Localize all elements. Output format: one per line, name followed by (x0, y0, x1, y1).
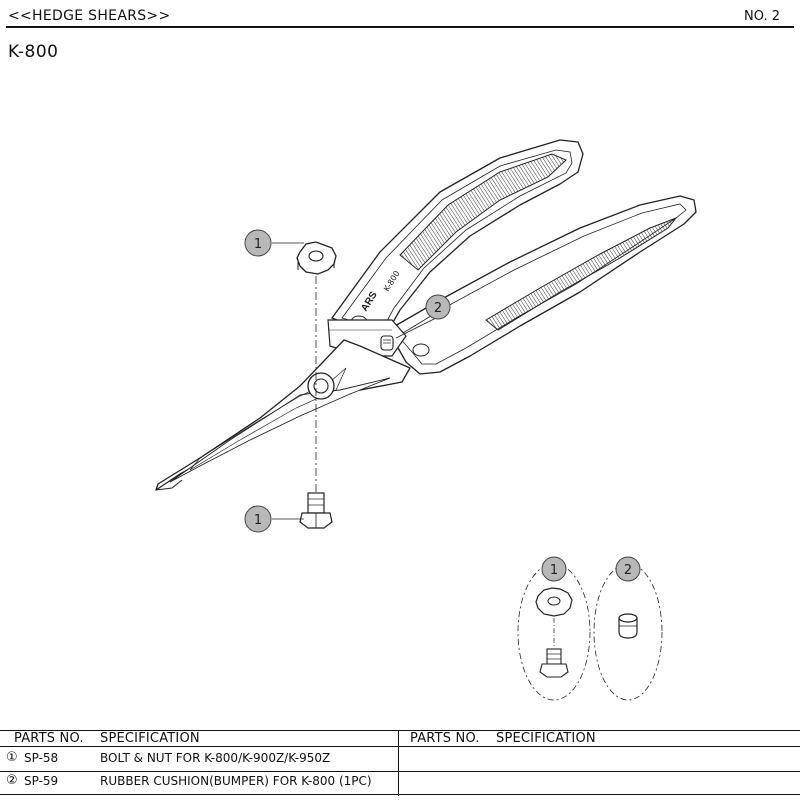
row-specification: RUBBER CUSHION(BUMPER) FOR K-800 (1PC) (100, 774, 372, 788)
callout-number: 2 (434, 301, 442, 316)
handle-hole (412, 343, 430, 357)
document-title: <<HEDGE SHEARS>> (8, 8, 171, 24)
exploded-parts-drawing: ARS K-800 (155, 139, 697, 701)
nut-part (296, 241, 337, 275)
rubber-bumper (380, 335, 394, 351)
page-header: <<HEDGE SHEARS>> NO. 2 (6, 6, 794, 28)
lower-handle (387, 195, 697, 375)
blades (155, 339, 411, 491)
row-specification: BOLT & NUT FOR K-800/K-900Z/K-950Z (100, 751, 331, 765)
callout-1-bottom: 1 (244, 505, 304, 533)
upper-handle: ARS K-800 (331, 139, 584, 339)
detail-bumper: 2 (593, 556, 663, 701)
model-number: K-800 (8, 42, 59, 62)
callout-number: 1 (254, 513, 262, 528)
callout-1-top: 1 (244, 229, 304, 257)
callout-number: 1 (550, 563, 558, 578)
column-header-parts-no: PARTS NO. (410, 731, 480, 746)
callout-number: 2 (624, 563, 632, 578)
detail-bolt-nut: 1 (517, 556, 591, 701)
column-header-parts-no: PARTS NO. (14, 731, 84, 746)
column-header-specification: SPECIFICATION (100, 731, 200, 746)
row-parts-no: SP-59 (24, 774, 59, 788)
row-symbol: ② (6, 773, 18, 788)
parts-table: PARTS NO. SPECIFICATION PARTS NO. SPECIF… (0, 730, 800, 796)
page-number: NO. 2 (744, 9, 780, 24)
column-header-specification: SPECIFICATION (496, 731, 596, 746)
row-symbol: ① (6, 750, 18, 765)
row-parts-no: SP-58 (24, 751, 59, 765)
callout-number: 1 (254, 237, 262, 252)
bolt-part (299, 492, 333, 529)
callout-2: 2 (395, 294, 451, 339)
